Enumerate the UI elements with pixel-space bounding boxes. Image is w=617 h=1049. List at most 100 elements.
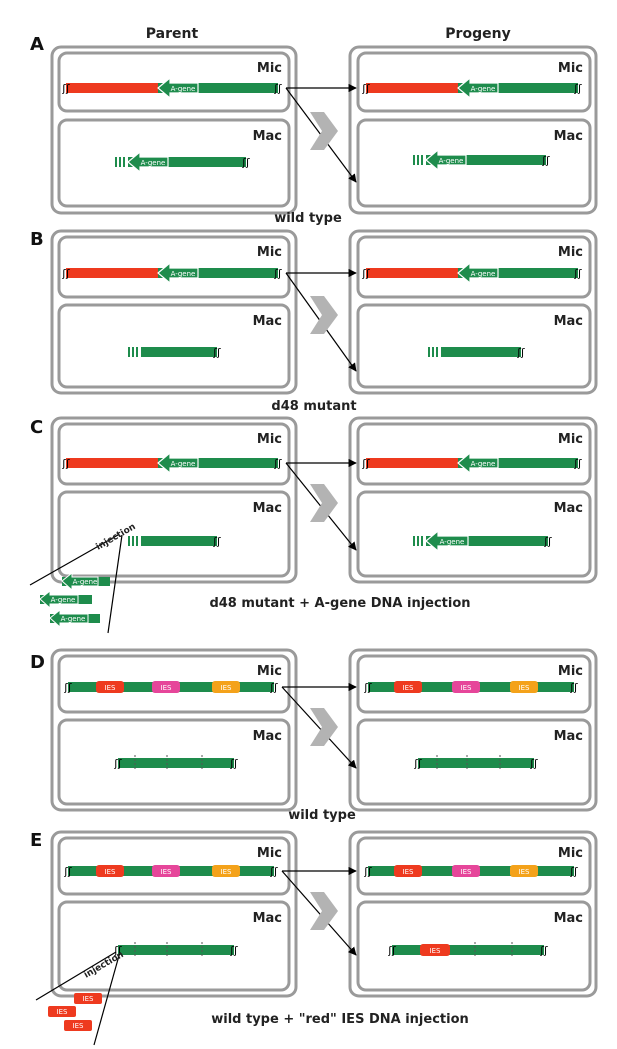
gray-generation-arrow [310, 296, 338, 334]
chromosome-break-right: ʃʃ [573, 267, 582, 280]
panel-caption: wild type + "red" IES DNA injection [211, 1012, 469, 1027]
ies-pink [452, 681, 480, 693]
red-flanking-segment [366, 458, 458, 468]
chromosome-break-right: ʃʃ [273, 267, 282, 280]
parent-mic-nucleus [57, 654, 291, 714]
green-chromosome-segment [158, 83, 278, 93]
parent-mic-nucleus [57, 235, 291, 299]
a-gene-label: A-gene [171, 85, 196, 93]
injected-ies-fragment [74, 993, 102, 1004]
chromosome-break-left: ʃʃ [413, 757, 422, 770]
panel-d: D Mic IES IES IES ʃʃ ʃʃ Mac ʃʃ ʃʃ Mic IE… [30, 648, 598, 823]
chromosome-break-right: ʃʃ [269, 681, 278, 694]
ies-pink [152, 865, 180, 877]
ies-label: IES [430, 947, 441, 955]
progeny-mac-nucleus [356, 718, 592, 806]
injected-a-gene-dna: A-gene A-gene A-gene [39, 571, 110, 629]
a-gene-arrow [457, 76, 499, 100]
a-gene-arrow [127, 150, 169, 174]
a-gene-arrow [61, 571, 99, 592]
green-chromosome-segment [158, 458, 278, 468]
chromosome-break-right: ʃʃ [529, 757, 538, 770]
green-chromosome-segment [458, 83, 578, 93]
ies-orange [212, 681, 240, 693]
ies-orange [212, 865, 240, 877]
ies-orange [510, 865, 538, 877]
progeny-mac-nucleus [356, 118, 592, 208]
ies-label: IES [221, 684, 232, 692]
mic-label: Mic [257, 245, 282, 260]
a-gene-arrow [457, 451, 499, 475]
mac-label: Mac [554, 911, 583, 926]
gray-generation-arrow [310, 112, 338, 150]
a-gene-arrow [39, 589, 79, 610]
chromosome-break-right: ʃʃ [573, 457, 582, 470]
mac-label: Mac [253, 729, 282, 744]
chromosome-break-left: ʃʃ [63, 681, 72, 694]
chromosome-break-right: ʃʃ [212, 346, 221, 359]
panel-caption: d48 mutant + A-gene DNA injection [209, 596, 470, 611]
panel-caption: wild type [274, 211, 342, 226]
chromosome-break-right: ʃʃ [543, 535, 552, 548]
a-gene-label: A-gene [471, 270, 496, 278]
telomere-ticks [128, 536, 138, 546]
chromosome-break-left: ʃʃ [361, 457, 370, 470]
parent-cell [50, 648, 298, 812]
ies-label: IES [519, 868, 530, 876]
chromosome-break-left: ʃʃ [63, 865, 72, 878]
chromosome-break-left: ʃʃ [113, 944, 122, 957]
progeny-mac-nucleus [356, 490, 592, 578]
a-gene-arrow [457, 261, 499, 285]
injected-ies-fragment [48, 1006, 76, 1017]
mac-chromosome-deleted [141, 536, 217, 546]
chromosome-break-right: ʃʃ [229, 944, 238, 957]
mac-label: Mac [554, 729, 583, 744]
parent-cell [50, 229, 298, 395]
a-gene-label: A-gene [440, 538, 465, 546]
ies-label: IES [161, 684, 172, 692]
mac-chromosome-excised [118, 945, 234, 955]
ies-red-retained [420, 944, 450, 956]
telomere-ticks [128, 347, 138, 357]
parent-cell [50, 830, 298, 998]
chromosome-break-left: ʃʃ [361, 267, 370, 280]
red-flanking-segment [66, 458, 158, 468]
chromosome-break-right: ʃʃ [269, 865, 278, 878]
ies-label: IES [221, 868, 232, 876]
a-gene-label: A-gene [471, 85, 496, 93]
a-gene-arrow [157, 76, 199, 100]
ies-label: IES [403, 684, 414, 692]
chromosome-break-right: ʃʃ [241, 156, 250, 169]
a-gene-label: A-gene [73, 578, 98, 586]
progeny-mic-nucleus [356, 51, 592, 113]
chromosome-break-right: ʃʃ [516, 346, 525, 359]
panel-letter: B [30, 229, 44, 250]
a-gene-label: A-gene [141, 159, 166, 167]
chromosome-break-left: ʃʃ [113, 757, 122, 770]
parent-mac-nucleus [57, 718, 291, 806]
green-chromosome-segment [458, 458, 578, 468]
a-gene-arrow [49, 608, 89, 629]
chromosome-break-left: ʃʃ [61, 267, 70, 280]
mac-chromosome [128, 157, 246, 167]
parent-header: Parent [146, 26, 199, 42]
progeny-cell [348, 229, 598, 395]
progeny-cell [348, 45, 598, 215]
red-flanking-segment [66, 268, 158, 278]
mac-chromosome-excised [418, 758, 534, 768]
red-flanking-segment [66, 83, 158, 93]
chromosome-break-right: ʃʃ [573, 82, 582, 95]
panel-a: A Mic A-gene ʃʃ ʃʃ Mac A-gene ʃʃ Mic A-g… [30, 34, 598, 226]
mac-development-arrow [281, 686, 357, 769]
mac-label: Mac [253, 911, 282, 926]
mac-chromosome [426, 155, 546, 165]
chromosome-break-right: ʃʃ [541, 154, 550, 167]
chromosome-break-left: ʃʃ [363, 681, 372, 694]
ies-label: IES [83, 995, 94, 1003]
ies-red [96, 865, 124, 877]
progeny-mic-nucleus [356, 836, 592, 896]
injection-needle-edge [107, 534, 123, 634]
progeny-mac-nucleus [356, 900, 592, 992]
a-gene-label: A-gene [471, 460, 496, 468]
panel-letter: E [30, 830, 42, 851]
